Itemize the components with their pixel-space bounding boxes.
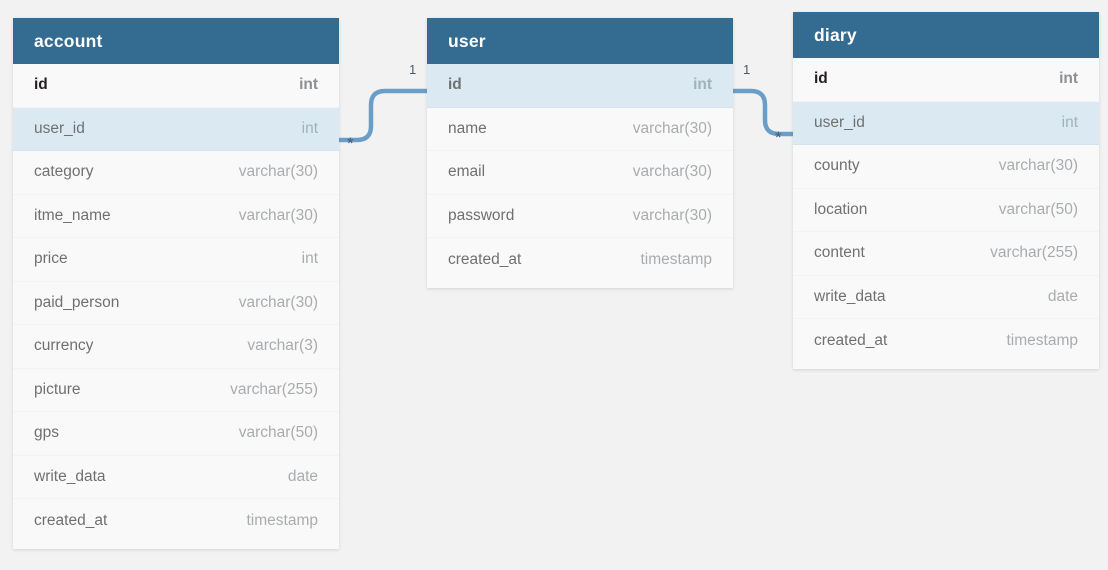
column-name: created_at xyxy=(34,511,108,529)
column-row[interactable]: currency varchar(3) xyxy=(13,325,339,369)
column-row[interactable]: created_at timestamp xyxy=(793,319,1099,363)
column-type: int xyxy=(299,76,318,94)
entity-title-diary: diary xyxy=(793,12,1099,58)
column-name: created_at xyxy=(814,331,888,349)
column-name: price xyxy=(34,250,68,268)
column-type: varchar(255) xyxy=(990,244,1078,262)
column-type: int xyxy=(693,76,712,94)
column-row[interactable]: name varchar(30) xyxy=(427,108,733,151)
column-type: timestamp xyxy=(1006,331,1079,349)
column-type: timestamp xyxy=(246,511,319,529)
column-name: category xyxy=(34,163,94,181)
column-row[interactable]: id int xyxy=(13,64,339,108)
cardinality-label-from: * xyxy=(347,134,354,153)
column-type: varchar(50) xyxy=(238,424,318,442)
column-type: int xyxy=(301,250,318,268)
column-name: id xyxy=(34,76,48,94)
column-type: date xyxy=(287,467,318,485)
relationship-account-user-line xyxy=(336,88,430,143)
column-name: id xyxy=(448,76,462,94)
column-type: varchar(255) xyxy=(230,380,318,398)
column-row[interactable]: write_data date xyxy=(13,456,339,499)
cardinality-label-to: * xyxy=(775,128,782,147)
column-row[interactable]: email varchar(30) xyxy=(427,151,733,195)
column-row[interactable]: created_at timestamp xyxy=(427,238,733,282)
column-name: write_data xyxy=(34,467,106,485)
column-name: user_id xyxy=(814,113,865,131)
column-name: paid_person xyxy=(34,293,120,311)
column-name: name xyxy=(448,119,487,137)
column-name: location xyxy=(814,200,868,218)
column-type: varchar(30) xyxy=(238,206,318,224)
cardinality-label-to: 1 xyxy=(409,62,417,77)
column-type: int xyxy=(301,119,318,137)
column-row[interactable]: location varchar(50) xyxy=(793,189,1099,232)
column-name: content xyxy=(814,244,865,262)
column-name: password xyxy=(448,206,515,224)
column-type: timestamp xyxy=(640,250,713,268)
column-row[interactable]: id int xyxy=(427,64,733,108)
column-type: varchar(30) xyxy=(632,119,712,137)
column-type: varchar(3) xyxy=(247,337,318,355)
column-name: picture xyxy=(34,380,81,398)
column-name: write_data xyxy=(814,287,886,305)
column-name: currency xyxy=(34,337,94,355)
relationship-user-diary-line xyxy=(730,88,796,137)
column-type: varchar(30) xyxy=(238,163,318,181)
column-row[interactable]: created_at timestamp xyxy=(13,499,339,543)
entity-table-user[interactable]: user id int name varchar(30) email varchar(30)… xyxy=(427,18,733,288)
column-type: varchar(30) xyxy=(632,163,712,181)
column-row[interactable]: id int xyxy=(793,58,1099,102)
column-type: varchar(50) xyxy=(998,200,1078,218)
column-row[interactable]: write_data date xyxy=(793,276,1099,319)
cardinality-label-from: 1 xyxy=(743,62,751,77)
column-row[interactable]: category varchar(30) xyxy=(13,151,339,195)
column-row[interactable]: user_id int xyxy=(13,107,339,151)
column-name: gps xyxy=(34,424,59,442)
column-row[interactable]: county varchar(30) xyxy=(793,145,1099,189)
entity-title-user: user xyxy=(427,18,733,64)
column-type: varchar(30) xyxy=(632,206,712,224)
column-row[interactable]: picture varchar(255) xyxy=(13,369,339,412)
column-name: user_id xyxy=(34,119,85,137)
column-name: id xyxy=(814,70,828,88)
column-row[interactable]: password varchar(30) xyxy=(427,195,733,238)
column-type: int xyxy=(1059,70,1078,88)
column-row[interactable]: content varchar(255) xyxy=(793,232,1099,276)
column-row[interactable]: price int xyxy=(13,238,339,282)
column-row[interactable]: gps varchar(50) xyxy=(13,412,339,456)
column-name: created_at xyxy=(448,250,522,268)
column-type: int xyxy=(1061,113,1078,131)
column-row[interactable]: itme_name varchar(30) xyxy=(13,195,339,238)
column-type: varchar(30) xyxy=(238,293,318,311)
column-name: email xyxy=(448,163,486,181)
column-type: date xyxy=(1047,287,1078,305)
column-name: itme_name xyxy=(34,206,111,224)
entity-title-account: account xyxy=(13,18,339,64)
entity-columns-diary: id int user_id int county varchar(30) location… xyxy=(793,58,1099,369)
column-type: varchar(30) xyxy=(998,157,1078,175)
column-row[interactable]: paid_person varchar(30) xyxy=(13,282,339,325)
column-row[interactable]: user_id int xyxy=(793,101,1099,145)
column-name: county xyxy=(814,157,860,175)
entity-table-diary[interactable]: diary id int user_id int county varchar(30) loc… xyxy=(793,12,1099,369)
